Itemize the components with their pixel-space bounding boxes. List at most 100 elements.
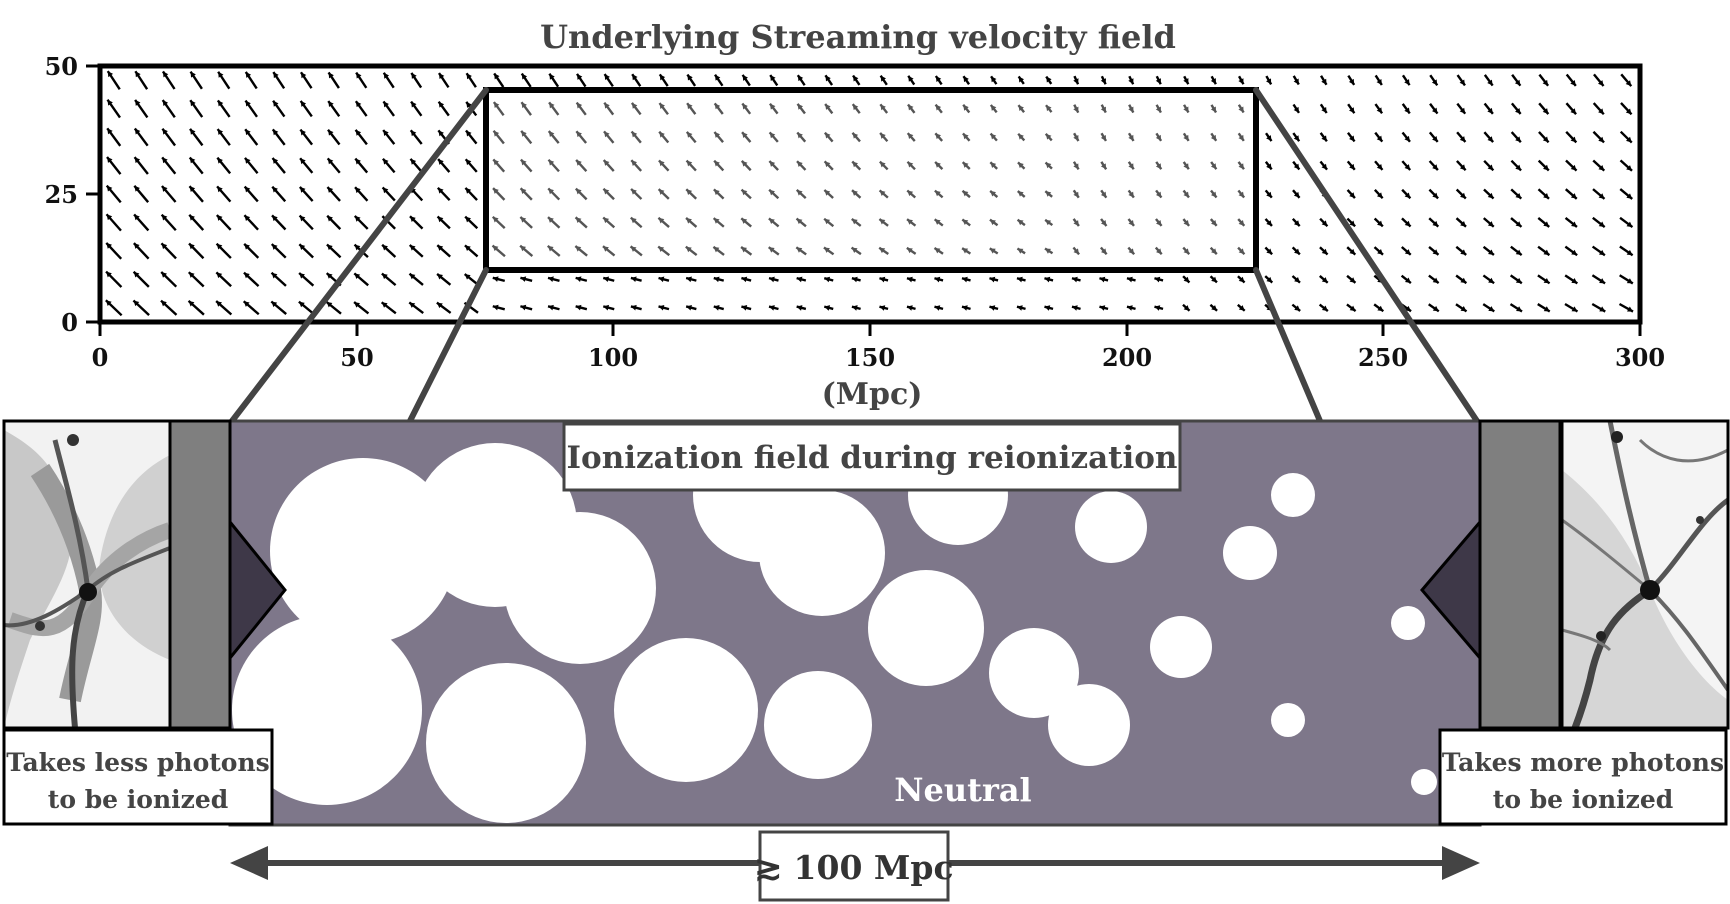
velocity-arrowhead	[1432, 220, 1439, 227]
velocity-arrowhead	[1432, 277, 1439, 284]
velocity-arrowhead	[244, 157, 251, 164]
velocity-arrowhead	[742, 103, 748, 110]
velocity-arrowhead	[273, 72, 279, 79]
x-tick-label: 50	[340, 343, 373, 372]
velocity-arrowhead	[409, 216, 416, 223]
velocity-arrowhead	[1155, 78, 1161, 85]
velocity-arrowhead	[741, 160, 748, 167]
velocity-arrowhead	[1516, 306, 1523, 312]
velocity-arrowhead	[1155, 219, 1162, 226]
velocity-arrowhead	[1128, 106, 1134, 113]
velocity-arrowhead	[1100, 106, 1106, 113]
velocity-arrowhead	[741, 305, 748, 311]
ionized-bubble	[1150, 616, 1212, 678]
velocity-arrowhead	[713, 305, 720, 311]
velocity-arrows	[105, 70, 1634, 317]
velocity-arrowhead	[1238, 276, 1245, 283]
velocity-arrowhead	[133, 243, 140, 249]
velocity-arrowhead	[1432, 135, 1438, 142]
velocity-arrowhead	[797, 103, 804, 110]
velocity-arrowhead	[1238, 248, 1245, 255]
velocity-arrowhead	[1071, 276, 1078, 283]
velocity-arrowhead	[189, 243, 195, 250]
velocity-arrowhead	[1460, 277, 1467, 284]
x-tick-label: 0	[92, 343, 109, 372]
y-tick-label: 25	[45, 180, 78, 209]
velocity-arrowhead	[162, 128, 168, 135]
velocity-arrowhead	[1183, 191, 1189, 198]
velocity-arrowhead	[908, 75, 914, 82]
velocity-arrowhead	[548, 276, 554, 282]
velocity-arrowhead	[464, 245, 471, 251]
velocity-arrowhead	[1598, 108, 1604, 115]
velocity-arrowhead	[1543, 277, 1550, 284]
velocity-arrowhead	[328, 129, 334, 136]
velocity-arrowhead	[1349, 135, 1355, 142]
velocity-arrowhead	[411, 101, 417, 108]
scale-bar-arrowhead-right	[1442, 846, 1480, 880]
velocity-arrowhead	[493, 102, 500, 109]
velocity-arrowhead	[133, 300, 140, 307]
velocity-arrowhead	[577, 73, 583, 80]
velocity-arrowhead	[1515, 164, 1522, 171]
velocity-arrowhead	[769, 161, 776, 167]
velocity-arrowhead	[604, 102, 610, 109]
velocity-arrowhead	[1266, 135, 1272, 142]
velocity-arrowhead	[354, 273, 361, 279]
velocity-arrowhead	[1183, 163, 1189, 170]
velocity-arrowhead	[409, 273, 416, 280]
x-axis: 0 50 100 150 200 250 300	[92, 322, 1665, 372]
velocity-arrowhead	[1571, 306, 1578, 312]
velocity-arrowhead	[1571, 221, 1577, 227]
velocity-arrowhead	[825, 103, 831, 110]
velocity-arrowhead	[631, 102, 638, 109]
velocity-arrowhead	[161, 271, 168, 278]
velocity-arrowhead	[438, 73, 445, 80]
velocity-arrowhead	[603, 160, 610, 166]
velocity-arrowhead	[907, 219, 913, 225]
velocity-arrowhead	[1183, 106, 1189, 113]
velocity-arrowhead	[1126, 276, 1133, 283]
velocity-arrowhead	[1046, 76, 1052, 83]
velocity-arrowhead	[769, 103, 776, 110]
scale-bar-label: ≳ 100 Mpc	[754, 848, 953, 887]
velocity-arrowhead	[1487, 136, 1494, 143]
y-tick-label: 50	[45, 52, 78, 81]
velocity-arrowhead	[768, 218, 775, 225]
velocity-arrowhead	[1321, 220, 1328, 227]
velocity-arrowhead	[547, 217, 554, 223]
velocity-arrowhead	[1073, 163, 1079, 170]
velocity-arrowhead	[1627, 306, 1634, 312]
velocity-arrowhead	[1487, 79, 1493, 86]
ionized-bubble	[989, 628, 1079, 718]
velocity-arrowhead	[796, 305, 803, 311]
velocity-arrowhead	[217, 157, 223, 164]
velocity-arrowhead	[1044, 248, 1051, 254]
velocity-arrowhead	[603, 304, 610, 311]
velocity-arrowhead	[492, 304, 499, 311]
velocity-arrowhead	[1571, 249, 1578, 256]
velocity-arrowhead	[658, 304, 665, 311]
velocity-arrowhead	[879, 190, 886, 196]
velocity-arrowhead	[1321, 163, 1328, 170]
velocity-arrowhead	[576, 131, 582, 138]
velocity-arrowhead	[1487, 164, 1494, 171]
velocity-arrowhead	[852, 190, 858, 196]
velocity-arrowhead	[575, 246, 582, 252]
velocity-arrowhead	[492, 276, 499, 282]
velocity-arrowhead	[741, 276, 748, 283]
scale-bar-arrowhead-left	[230, 846, 268, 880]
velocity-arrowhead	[1542, 79, 1549, 86]
velocity-arrowhead	[161, 214, 168, 221]
velocity-arrowhead	[1348, 107, 1355, 114]
velocity-arrowhead	[1183, 305, 1190, 311]
velocity-arrowhead	[1598, 164, 1605, 171]
velocity-arrowhead	[934, 305, 941, 311]
velocity-arrowhead	[135, 99, 141, 106]
velocity-arrowhead	[1404, 277, 1411, 284]
velocity-arrowhead	[272, 129, 279, 136]
velocity-arrowhead	[796, 218, 803, 225]
velocity-arrowhead	[1321, 107, 1327, 114]
velocity-arrowhead	[1543, 193, 1550, 199]
velocity-arrowhead	[189, 186, 196, 193]
